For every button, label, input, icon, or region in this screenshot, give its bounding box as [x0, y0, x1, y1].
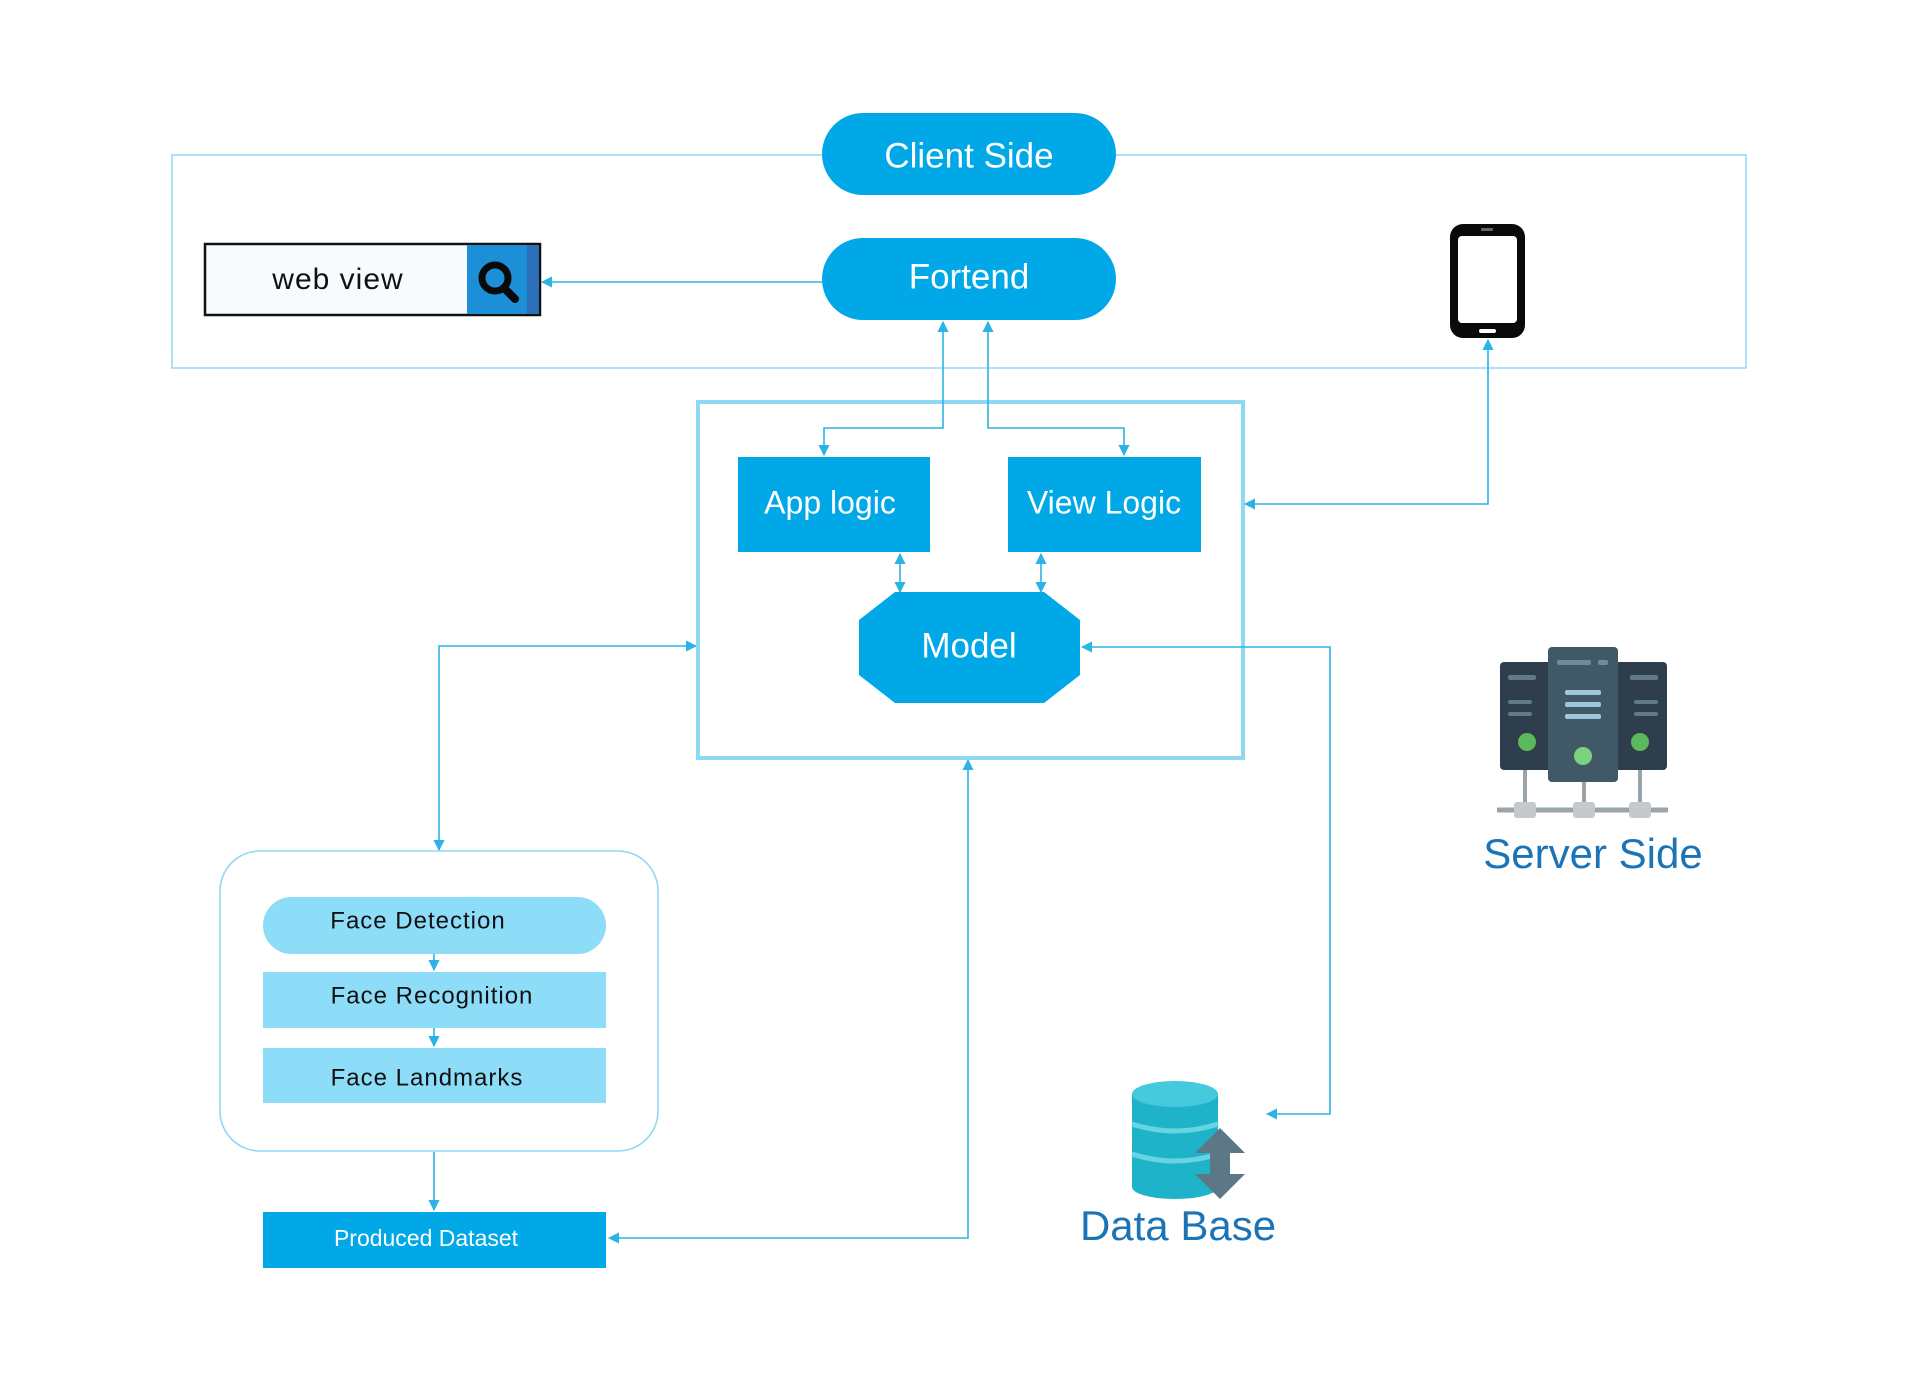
face-landmarks-node: Face Landmarks	[263, 1048, 606, 1103]
app-logic-node: App logic	[738, 457, 930, 552]
view-logic-label: View Logic	[1027, 484, 1181, 520]
frontend-applogic-arrow	[818, 320, 949, 457]
frontend-label: Fortend	[909, 257, 1030, 296]
view-logic-node: View Logic	[1008, 457, 1201, 552]
face-landmarks-label: Face Landmarks	[331, 1064, 524, 1091]
database-icon	[1131, 1081, 1245, 1199]
model-node: Model	[859, 592, 1080, 703]
model-label: Model	[921, 626, 1016, 665]
web-view-searchbox: web view	[203, 242, 542, 317]
frontend-node: Fortend	[822, 238, 1116, 320]
dataset-mvc-arrow	[607, 758, 974, 1244]
app-logic-label: App logic	[764, 484, 896, 520]
mvc-pipeline-arrow	[433, 640, 698, 852]
frontend-viewlogic-arrow	[982, 320, 1130, 457]
server-side-label: Server Side	[1483, 830, 1702, 877]
mobile-mvc-arrow	[1243, 338, 1494, 510]
server-rack-icon	[1497, 647, 1668, 818]
face-recognition-node: Face Recognition	[263, 972, 606, 1028]
search-icon	[467, 245, 539, 314]
face-detection-node: Face Detection	[263, 897, 606, 954]
face-detection-label: Face Detection	[330, 907, 505, 934]
produced-dataset-label: Produced Dataset	[334, 1225, 519, 1251]
mobile-device-icon	[1450, 224, 1525, 338]
face-pipeline-container	[219, 850, 659, 1152]
face-recognition-label: Face Recognition	[331, 982, 534, 1009]
database-label: Data Base	[1080, 1202, 1276, 1249]
client-side-node: Client Side	[822, 113, 1116, 195]
web-view-label: web view	[271, 263, 403, 296]
mvc-container	[696, 400, 1245, 760]
model-database-arrow	[1080, 641, 1331, 1120]
produced-dataset-node: Produced Dataset	[263, 1212, 606, 1268]
client-side-label: Client Side	[884, 136, 1053, 175]
connectors	[428, 276, 1494, 1244]
